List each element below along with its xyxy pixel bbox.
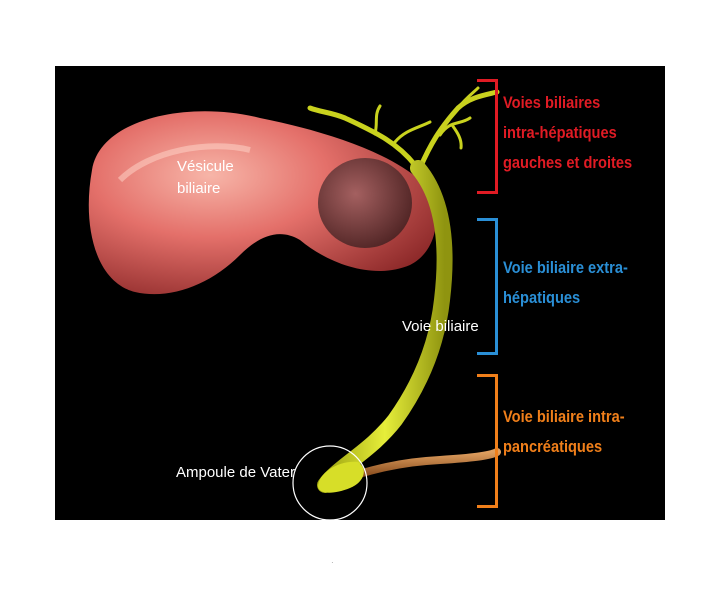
extrahepatic-label-line2: hépatiques xyxy=(503,288,581,307)
bile-duct-label: Voie biliaire xyxy=(402,318,479,335)
gallbladder xyxy=(88,111,437,295)
ampulla-label: Ampoule de Vater xyxy=(176,464,295,481)
common-bile-duct xyxy=(317,160,453,493)
ampulla-shape xyxy=(318,461,364,493)
ampulla-circle xyxy=(292,445,368,521)
bracket-intrahepatic xyxy=(477,79,498,194)
gallbladder-label-line2: biliaire xyxy=(177,180,221,197)
stray-dot: · xyxy=(331,558,334,567)
bracket-intrapancreatic xyxy=(477,374,498,508)
intrahepatic-ducts xyxy=(307,86,500,171)
intrahepatic-label-line2: intra-hépatiques xyxy=(503,123,617,142)
gallbladder-label-line1: Vésicule xyxy=(177,158,234,175)
intrahepatic-label-line3: gauches et droites xyxy=(503,153,633,172)
intrapancreatic-label-line1: Voie biliaire intra- xyxy=(503,407,625,426)
gallbladder-stone xyxy=(318,158,412,248)
extrahepatic-label: Voie biliaire extra- hépatiques xyxy=(503,253,628,313)
extrahepatic-label-line1: Voie biliaire extra- xyxy=(503,258,628,277)
intrapancreatic-label: Voie biliaire intra- pancréatiques xyxy=(503,402,625,462)
intrapancreatic-label-line2: pancréatiques xyxy=(503,437,603,456)
bracket-extrahepatic xyxy=(477,218,498,355)
intrahepatic-label: Voies biliaires intra-hépatiques gauches… xyxy=(503,88,632,178)
intrahepatic-label-line1: Voies biliaires xyxy=(503,93,601,112)
